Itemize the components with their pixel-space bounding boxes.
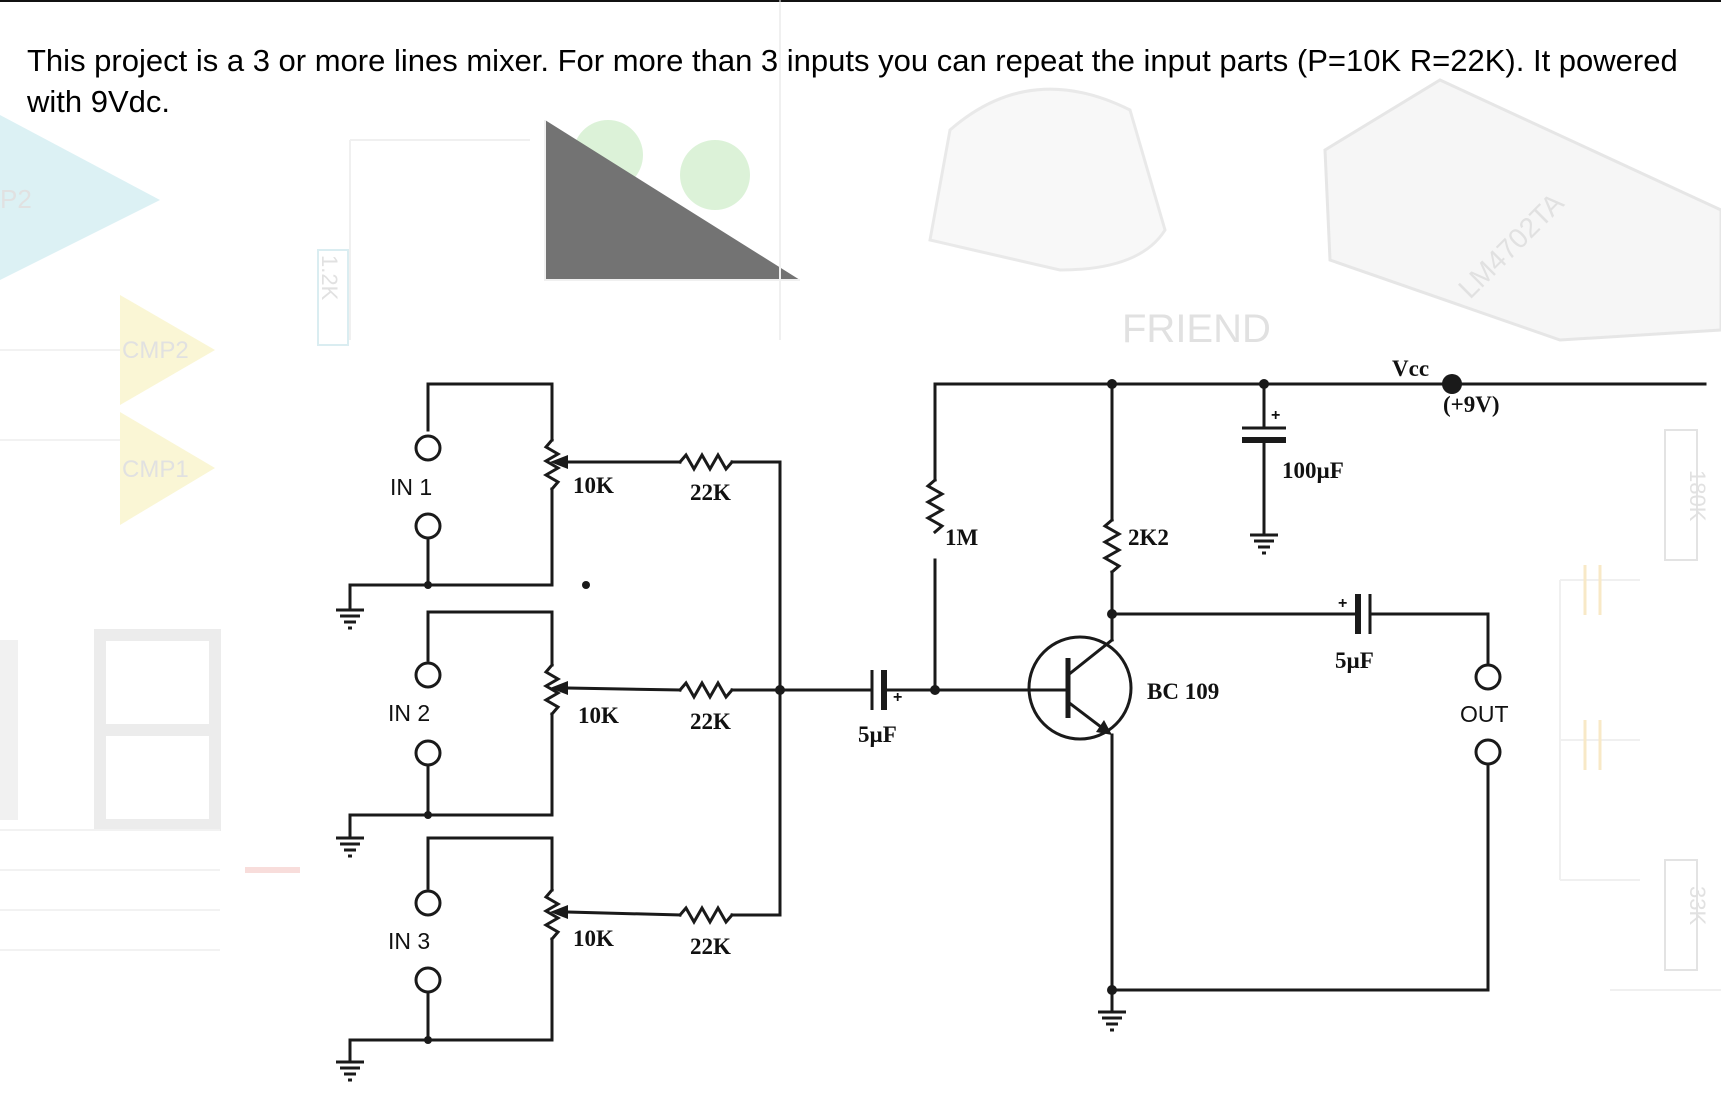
- input-stage-3: [334, 688, 782, 1082]
- input-jack-3-hot: [414, 889, 442, 917]
- project-description: This project is a 3 or more lines mixer.…: [27, 43, 1678, 119]
- label-r1: 22K: [690, 480, 731, 505]
- resistor-22k-3: [677, 904, 735, 926]
- label-c-supply: 100µF: [1282, 458, 1344, 483]
- bg-comparator-2: [120, 295, 215, 405]
- bg-to3-package: [928, 87, 1167, 272]
- input-stage-2: [334, 610, 782, 858]
- input-jack-1-hot: [414, 434, 442, 462]
- bg-label-33k: 33K: [1685, 886, 1710, 925]
- bg-label-1-2k: 1.2K: [317, 255, 342, 301]
- pot-wiper-arrow: [550, 455, 568, 469]
- ground-icon: [1096, 1010, 1128, 1032]
- collector-resistor: [1101, 379, 1123, 642]
- bg-transistor-2: [680, 140, 750, 210]
- label-in1: IN 1: [390, 474, 432, 500]
- label-transistor: BC 109: [1147, 679, 1219, 704]
- input-jack-2-cold: [414, 739, 442, 767]
- vcc-terminal: [1442, 374, 1462, 394]
- top-rule: [0, 0, 1721, 2]
- label-pot2: 10K: [578, 703, 619, 728]
- bg-resistor: [317, 249, 349, 346]
- label-pot3: 10K: [573, 926, 614, 951]
- transistor-bc109: [1027, 635, 1133, 992]
- bg-comparator-1: [120, 412, 215, 525]
- bg-label-cmp1: CMP1: [122, 456, 189, 483]
- label-in3: IN 3: [388, 928, 430, 954]
- label-supply: (+9V): [1443, 392, 1500, 417]
- label-r3: 22K: [690, 934, 731, 959]
- label-output: OUT: [1460, 701, 1509, 727]
- input-jack-2-hot: [414, 661, 442, 689]
- output-jack-cold: [1474, 738, 1502, 766]
- label-pot1: 10K: [573, 473, 614, 498]
- bg-resistor-180k: [1664, 429, 1698, 561]
- label-in2: IN 2: [388, 700, 430, 726]
- input-stage-1: [334, 382, 782, 692]
- ground-icon: [334, 836, 366, 858]
- svg-text:+: +: [1271, 407, 1280, 424]
- svg-text:+: +: [893, 689, 902, 706]
- bg-label-p2: P2: [0, 184, 32, 214]
- bias-resistor: [924, 382, 1707, 695]
- input-capacitor: +: [778, 670, 1032, 710]
- label-r2: 22K: [690, 709, 731, 734]
- bg-amp-triangle: [0, 115, 160, 280]
- ground-icon: [334, 1060, 366, 1082]
- svg-text:+: +: [1338, 595, 1347, 612]
- bg-resistor-33k: [1664, 859, 1698, 971]
- bg-label-cmp2: CMP2: [122, 337, 189, 364]
- label-r-bias: 1M: [945, 525, 979, 550]
- bg-segment-edge: [0, 640, 18, 820]
- output-jack-hot: [1474, 663, 1502, 691]
- output-capacitor: +: [1110, 594, 1490, 667]
- input-jack-3-cold: [414, 966, 442, 994]
- resistor-22k-1: [677, 451, 735, 473]
- label-c-input: 5µF: [858, 722, 897, 747]
- resistor-22k-2: [677, 679, 735, 701]
- pot-2: [543, 662, 561, 717]
- pot-1: [543, 437, 561, 492]
- label-vcc: Vcc: [1392, 356, 1429, 381]
- bg-label-180k: 180K: [1685, 470, 1710, 522]
- supply-capacitor: +: [1242, 379, 1286, 555]
- input-jack-1-cold: [414, 512, 442, 540]
- label-c-output: 5µF: [1335, 648, 1374, 673]
- bg-ic-package: [1323, 78, 1721, 342]
- bg-label-friend: FRIEND: [1122, 307, 1271, 351]
- ground-icon: [334, 608, 366, 630]
- label-r-collector: 2K2: [1128, 525, 1169, 550]
- pot-3: [543, 887, 561, 942]
